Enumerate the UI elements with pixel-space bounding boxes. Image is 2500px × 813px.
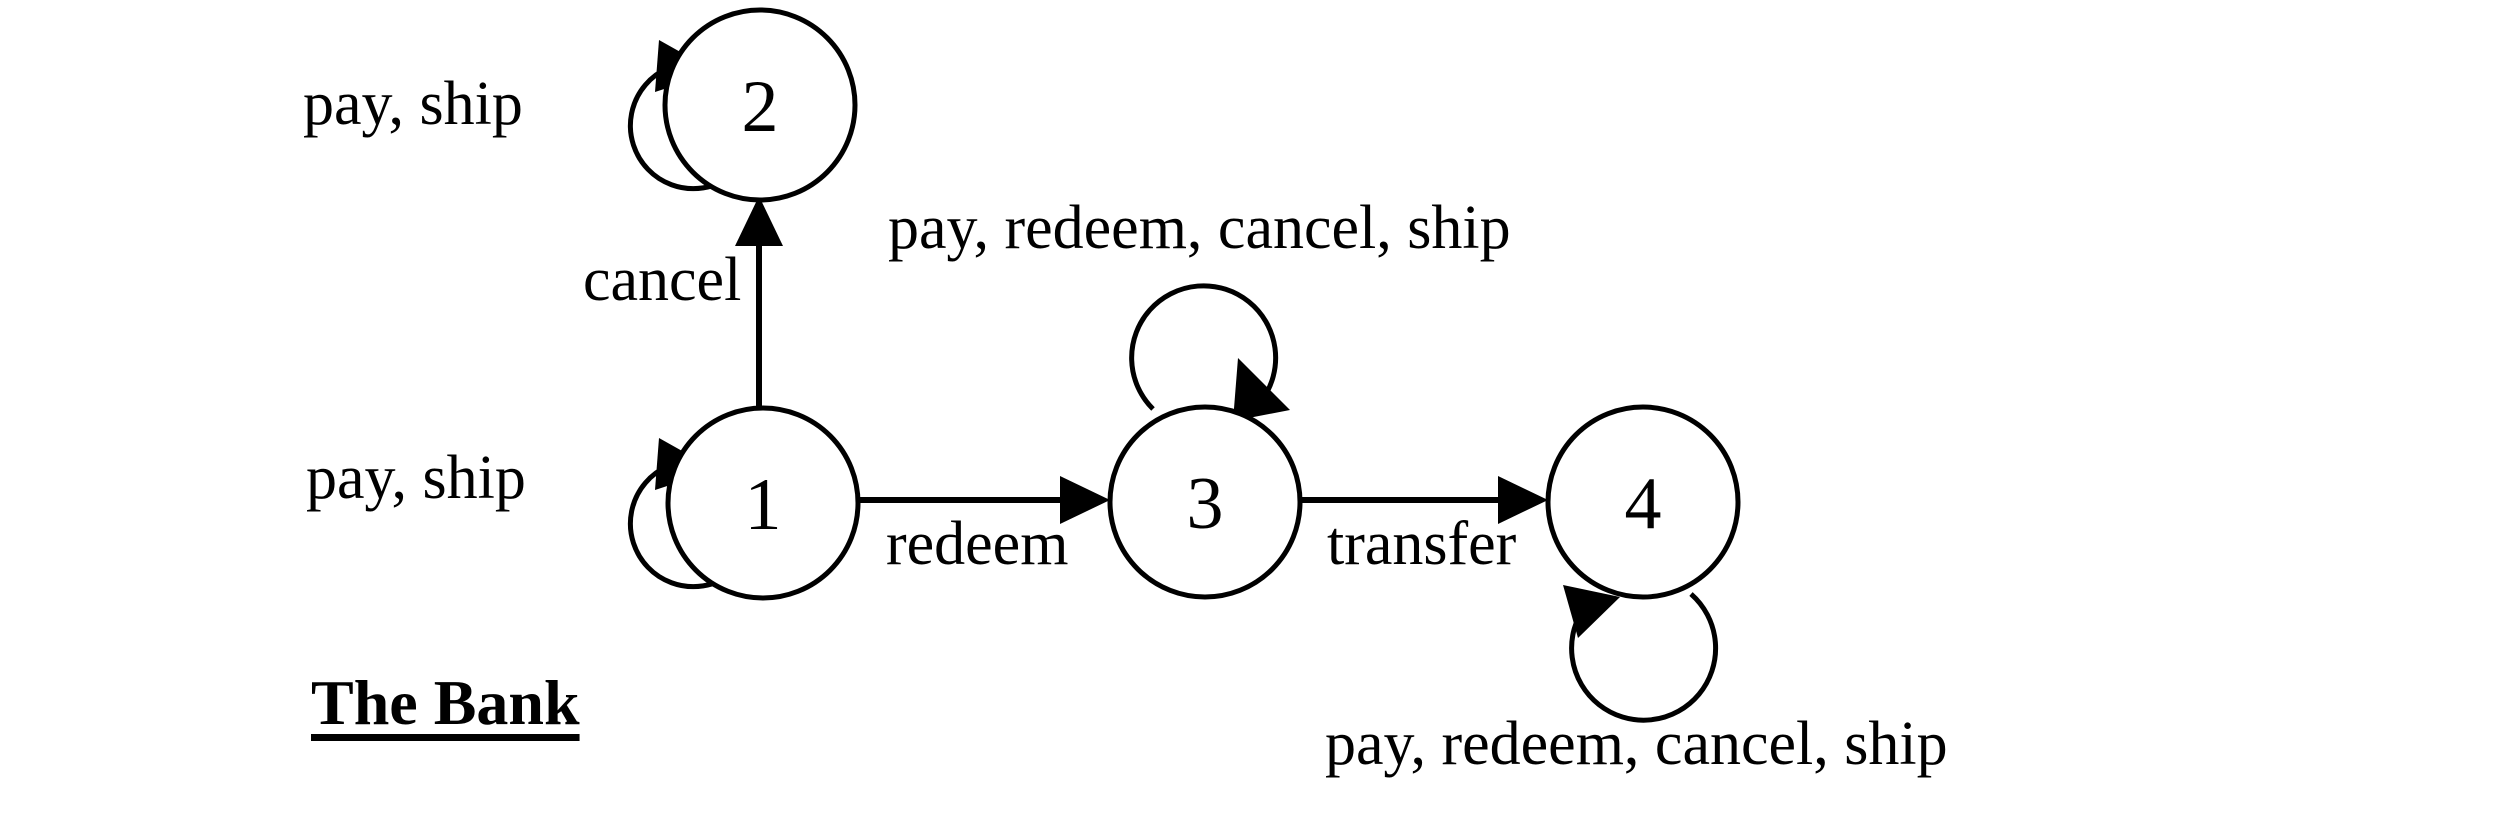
transition-redeem[interactable] — [858, 476, 1110, 524]
transition-cancel-label: cancel — [583, 246, 742, 314]
state-node-3[interactable]: 3 — [1107, 404, 1303, 600]
self-loop-state-2-label: pay, ship — [303, 70, 523, 138]
transition-redeem-arrowhead — [1060, 476, 1110, 524]
self-loop-state-3-path — [1129, 283, 1279, 411]
state-node-1[interactable]: 1 — [665, 405, 861, 601]
transition-transfer-arrowhead — [1498, 476, 1548, 524]
transition-transfer-label: transfer — [1327, 510, 1517, 578]
self-loop-state-4-path — [1569, 592, 1719, 723]
diagram-title: The Bank — [311, 667, 580, 738]
state-node-4[interactable]: 4 — [1545, 404, 1741, 600]
self-loop-state-3[interactable] — [1129, 283, 1290, 421]
self-loop-state-3-label: pay, redeem, cancel, ship — [888, 194, 1511, 262]
self-loop-state-4[interactable] — [1563, 585, 1719, 723]
transition-cancel[interactable] — [735, 196, 783, 406]
state-node-1-circle — [665, 405, 861, 601]
state-node-2[interactable]: 2 — [662, 7, 858, 203]
state-node-3-label: 3 — [1187, 463, 1224, 545]
state-node-4-label: 4 — [1625, 463, 1662, 545]
transition-redeem-label: redeem — [886, 510, 1069, 578]
self-loop-state-4-label: pay, redeem, cancel, ship — [1325, 710, 1948, 778]
transition-cancel-arrowhead — [735, 196, 783, 246]
transition-transfer[interactable] — [1300, 476, 1548, 524]
self-loop-state-1-label: pay, ship — [306, 444, 526, 512]
state-node-4-circle — [1545, 404, 1741, 600]
self-loop-state-3-arrowhead — [1233, 358, 1290, 421]
state-node-3-circle — [1107, 404, 1303, 600]
state-node-2-circle — [662, 7, 858, 203]
state-node-1-label: 1 — [745, 464, 782, 546]
self-loop-state-4-arrowhead — [1563, 585, 1620, 638]
state-node-2-label: 2 — [742, 66, 779, 148]
